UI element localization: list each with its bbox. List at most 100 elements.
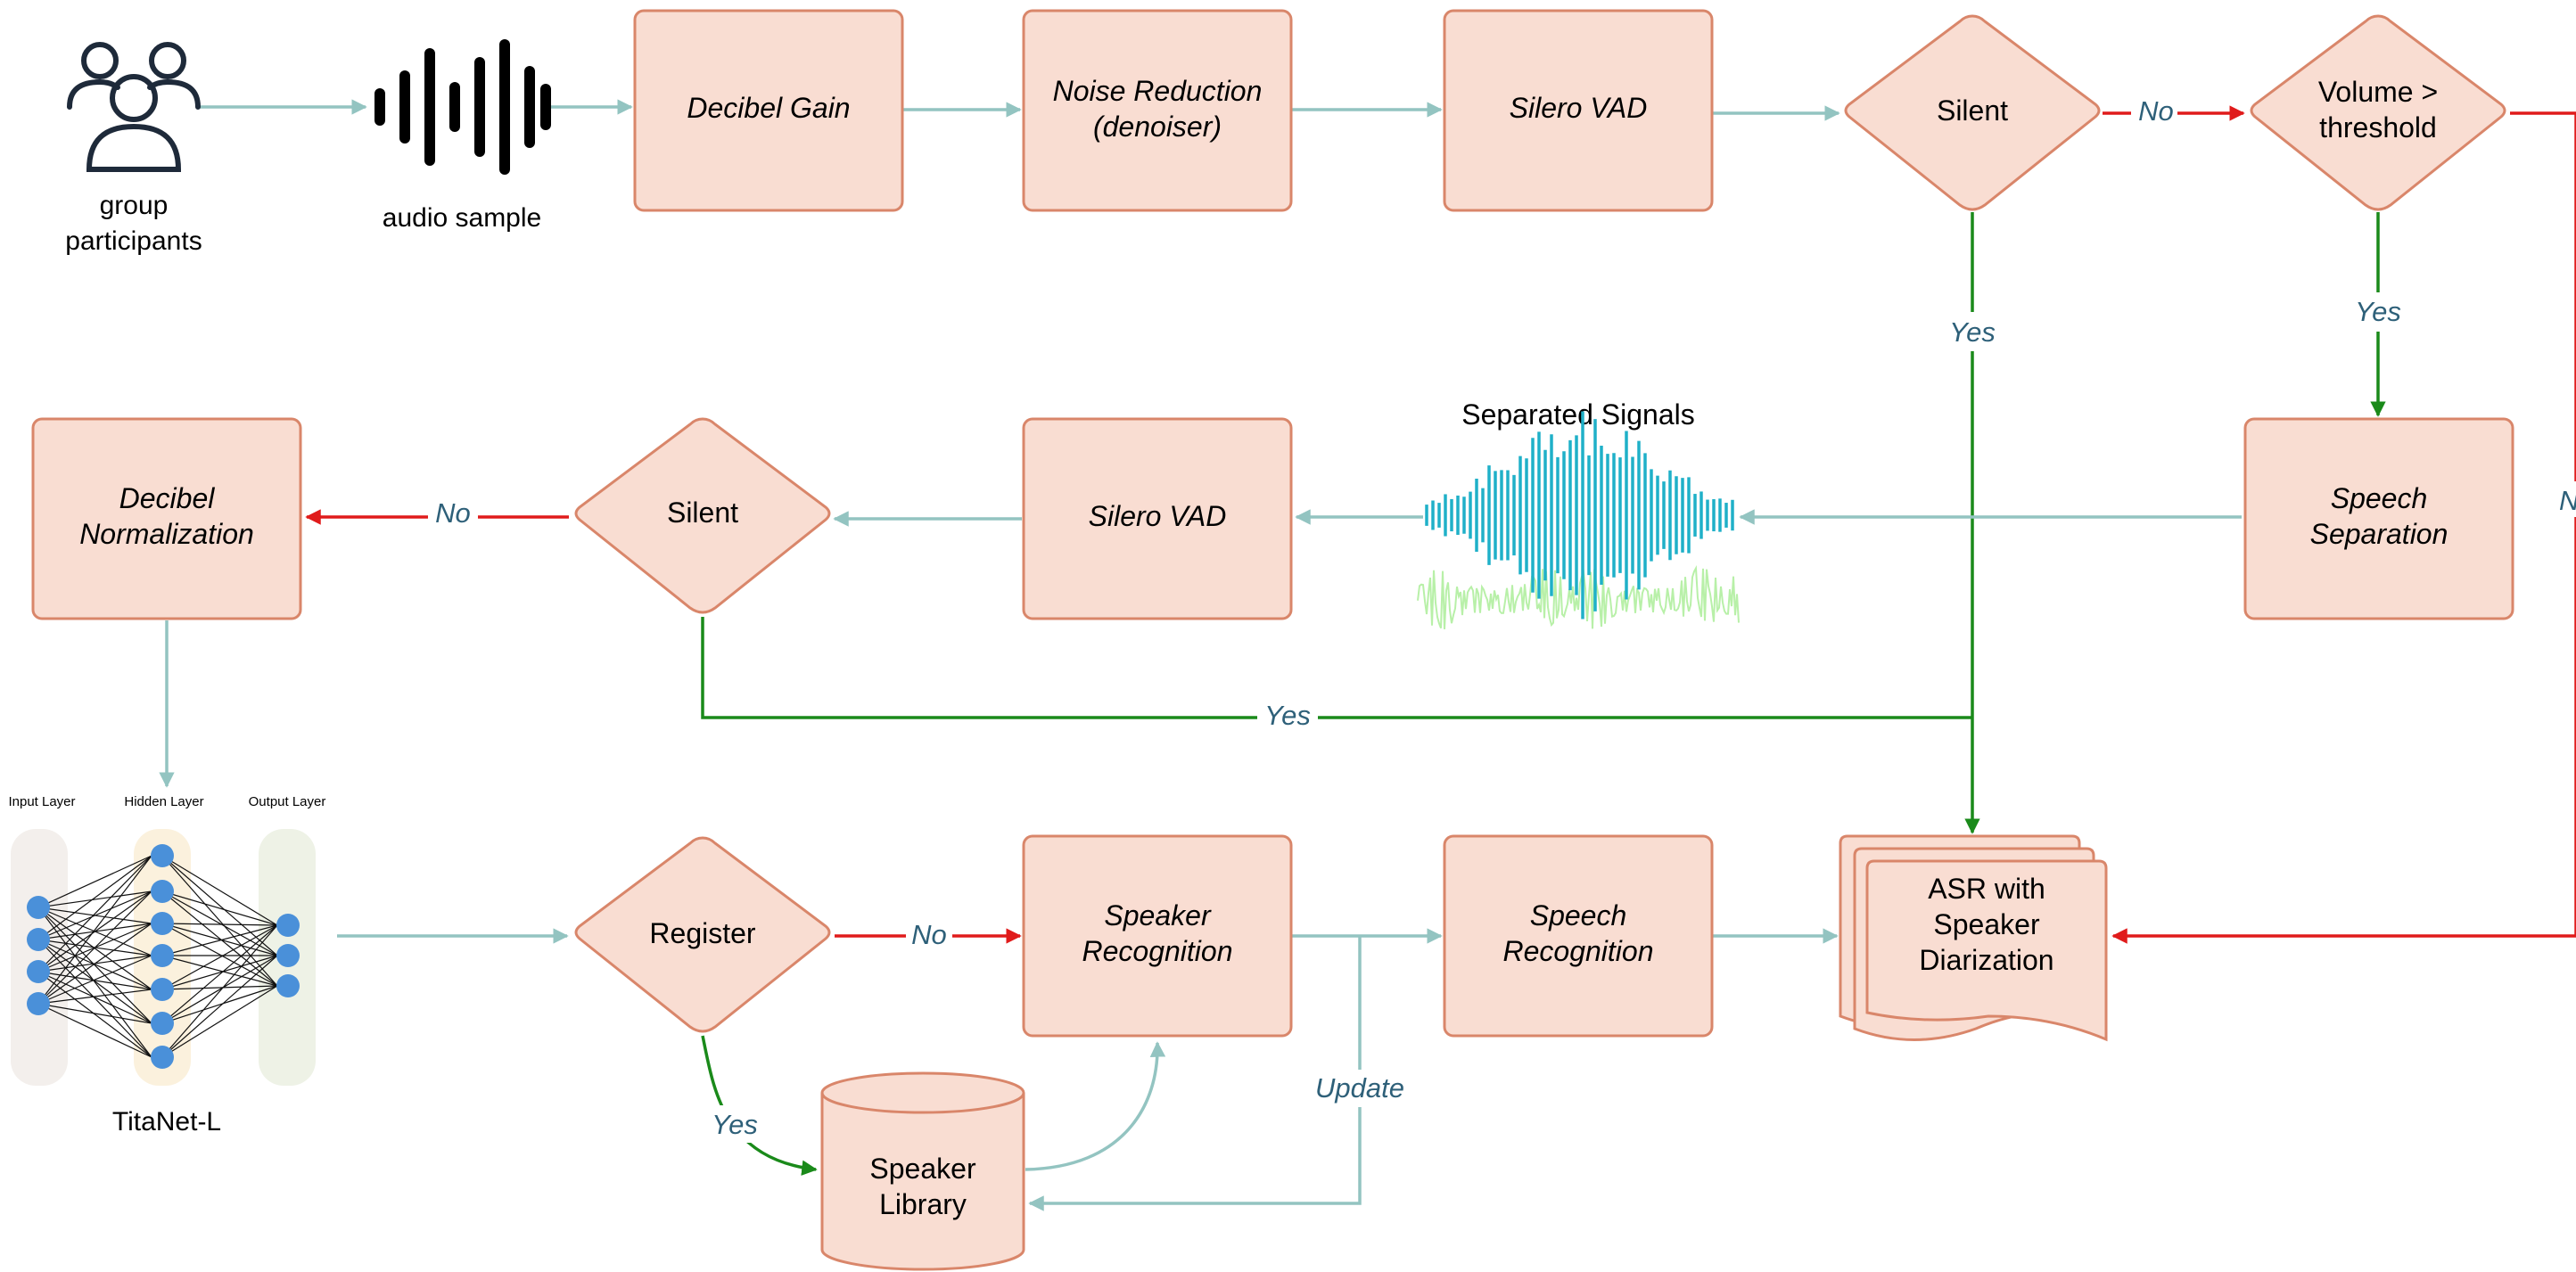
nn-connection bbox=[161, 924, 278, 1024]
nn-neuron bbox=[151, 944, 174, 967]
speech-recognition-label-line2: Recognition bbox=[1503, 935, 1654, 967]
edge-label-silent-mid-no: No bbox=[435, 497, 471, 529]
nn-connection bbox=[161, 855, 278, 956]
nn-neuron bbox=[27, 928, 50, 951]
nn-connection bbox=[37, 890, 152, 972]
speaker-recognition-label-line1: Speaker bbox=[1104, 899, 1212, 931]
nn-connection bbox=[37, 855, 152, 972]
speaker-recognition-label-line2: Recognition bbox=[1082, 935, 1233, 967]
separated-signals-label: Separated Signals bbox=[1461, 398, 1695, 431]
nn-connection bbox=[161, 890, 278, 926]
nn-connection bbox=[161, 890, 278, 987]
nn-connection bbox=[37, 939, 152, 1024]
nn-connection bbox=[161, 985, 278, 1024]
blue-signal-wave bbox=[1425, 411, 1734, 620]
asr-label-line1: ASR with bbox=[1928, 873, 2045, 905]
speaker-library-label-line2: Library bbox=[879, 1188, 967, 1220]
silent-mid-diamond: Silent bbox=[574, 417, 831, 614]
nn-connection bbox=[37, 907, 152, 1058]
speech-separation-box: Speech Separation bbox=[2243, 417, 2514, 620]
audio-waveform-icon bbox=[374, 39, 551, 175]
hidden-layer-label: Hidden Layer bbox=[124, 794, 203, 809]
participants-label-line1: group bbox=[100, 191, 169, 220]
speech-recognition-box: Speech Recognition bbox=[1443, 834, 1714, 1038]
silero-vad-top-box: Silero VAD bbox=[1443, 9, 1714, 212]
nn-connection bbox=[37, 1003, 152, 1024]
silent-top-diamond: Silent bbox=[1844, 14, 2101, 211]
nn-connection bbox=[161, 855, 278, 926]
speech-separation-label-line1: Speech bbox=[2331, 482, 2428, 514]
edge-label-silent-top-no: No bbox=[2138, 95, 2174, 127]
silent-top-label: Silent bbox=[1937, 94, 2008, 127]
edge-label-silent-mid-yes: Yes bbox=[1264, 700, 1311, 731]
nn-neuron bbox=[151, 1046, 174, 1069]
edge-label-volume-yes: Yes bbox=[2355, 296, 2401, 327]
titanet-label: TitaNet-L bbox=[112, 1107, 221, 1137]
nn-neuron bbox=[276, 974, 300, 997]
silent-mid-label: Silent bbox=[667, 496, 738, 529]
nn-neuron bbox=[151, 912, 174, 935]
nn-connection bbox=[161, 955, 278, 1058]
noise-reduction-label-line1: Noise Reduction bbox=[1053, 75, 1263, 107]
nn-connection bbox=[161, 923, 278, 987]
edge-volume-asr-no bbox=[2111, 111, 2576, 944]
register-diamond: Register bbox=[574, 836, 831, 1033]
edge-silentmid-asr-yes bbox=[701, 617, 1972, 719]
nn-connection bbox=[161, 924, 278, 990]
edge-label-update: Update bbox=[1315, 1072, 1404, 1104]
volume-threshold-diamond: Volume > threshold bbox=[2250, 14, 2506, 211]
register-label: Register bbox=[649, 917, 756, 949]
nn-neuron bbox=[151, 880, 174, 903]
nn-neuron bbox=[151, 844, 174, 867]
noise-reduction-box: Noise Reduction (denoiser) bbox=[1022, 9, 1293, 212]
nn-connection bbox=[161, 890, 278, 956]
separated-signals-waveform bbox=[1417, 411, 1740, 629]
nn-connection bbox=[161, 955, 278, 987]
edge-labels: No Yes Yes N No Yes No Yes Update bbox=[428, 93, 2576, 1143]
nn-connection bbox=[37, 939, 152, 1058]
nn-connection bbox=[161, 924, 278, 956]
speech-recognition-label-line1: Speech bbox=[1530, 899, 1627, 931]
silero-vad-mid-box: Silero VAD bbox=[1022, 417, 1293, 620]
nn-neuron bbox=[151, 1012, 174, 1035]
nn-connection bbox=[37, 923, 152, 1005]
nn-connection bbox=[161, 923, 278, 926]
input-layer-label: Input Layer bbox=[8, 794, 75, 809]
users-group-icon bbox=[67, 42, 201, 172]
edge-label-volume-no: N bbox=[2559, 485, 2576, 516]
decibel-gain-box: Decibel Gain bbox=[633, 9, 904, 212]
nn-connection bbox=[37, 855, 152, 1005]
nn-connection bbox=[37, 989, 152, 1005]
edges bbox=[159, 99, 2576, 1211]
speech-separation-label-line2: Separation bbox=[2310, 518, 2448, 550]
nn-connection bbox=[37, 939, 152, 990]
nn-connection bbox=[37, 955, 152, 1005]
nn-connection bbox=[37, 907, 152, 1024]
nn-connection bbox=[37, 855, 152, 940]
nn-connection bbox=[161, 923, 278, 956]
nn-connection bbox=[161, 924, 278, 1058]
nn-neuron bbox=[276, 944, 300, 967]
participants-label-line2: participants bbox=[65, 226, 202, 256]
database-cylinder-icon: Speaker Library bbox=[820, 1071, 1025, 1271]
audio-sample-label: audio sample bbox=[383, 203, 541, 233]
nn-connection bbox=[37, 890, 152, 908]
silero-vad-mid-label: Silero VAD bbox=[1089, 500, 1227, 532]
nn-connection bbox=[161, 855, 278, 987]
edge-label-register-no: No bbox=[911, 919, 947, 950]
nn-connection bbox=[37, 890, 152, 1005]
nn-connection bbox=[37, 855, 152, 908]
nn-connection bbox=[37, 907, 152, 990]
volume-threshold-label-line1: Volume > bbox=[2318, 76, 2438, 108]
asr-diarization-documents: ASR with Speaker Diarization bbox=[1839, 834, 2108, 1042]
nn-neuron bbox=[27, 992, 50, 1015]
nn-neuron bbox=[27, 896, 50, 919]
decibel-normalization-label-line1: Decibel bbox=[119, 482, 216, 514]
asr-label-line2: Speaker bbox=[1933, 908, 2040, 940]
decibel-normalization-box: Decibel Normalization bbox=[31, 417, 302, 620]
nn-connection bbox=[161, 985, 278, 1058]
nn-connection bbox=[161, 955, 278, 1024]
nn-connection bbox=[161, 985, 278, 990]
edge-update-loop bbox=[1028, 936, 1362, 1211]
nn-connection bbox=[37, 971, 152, 990]
